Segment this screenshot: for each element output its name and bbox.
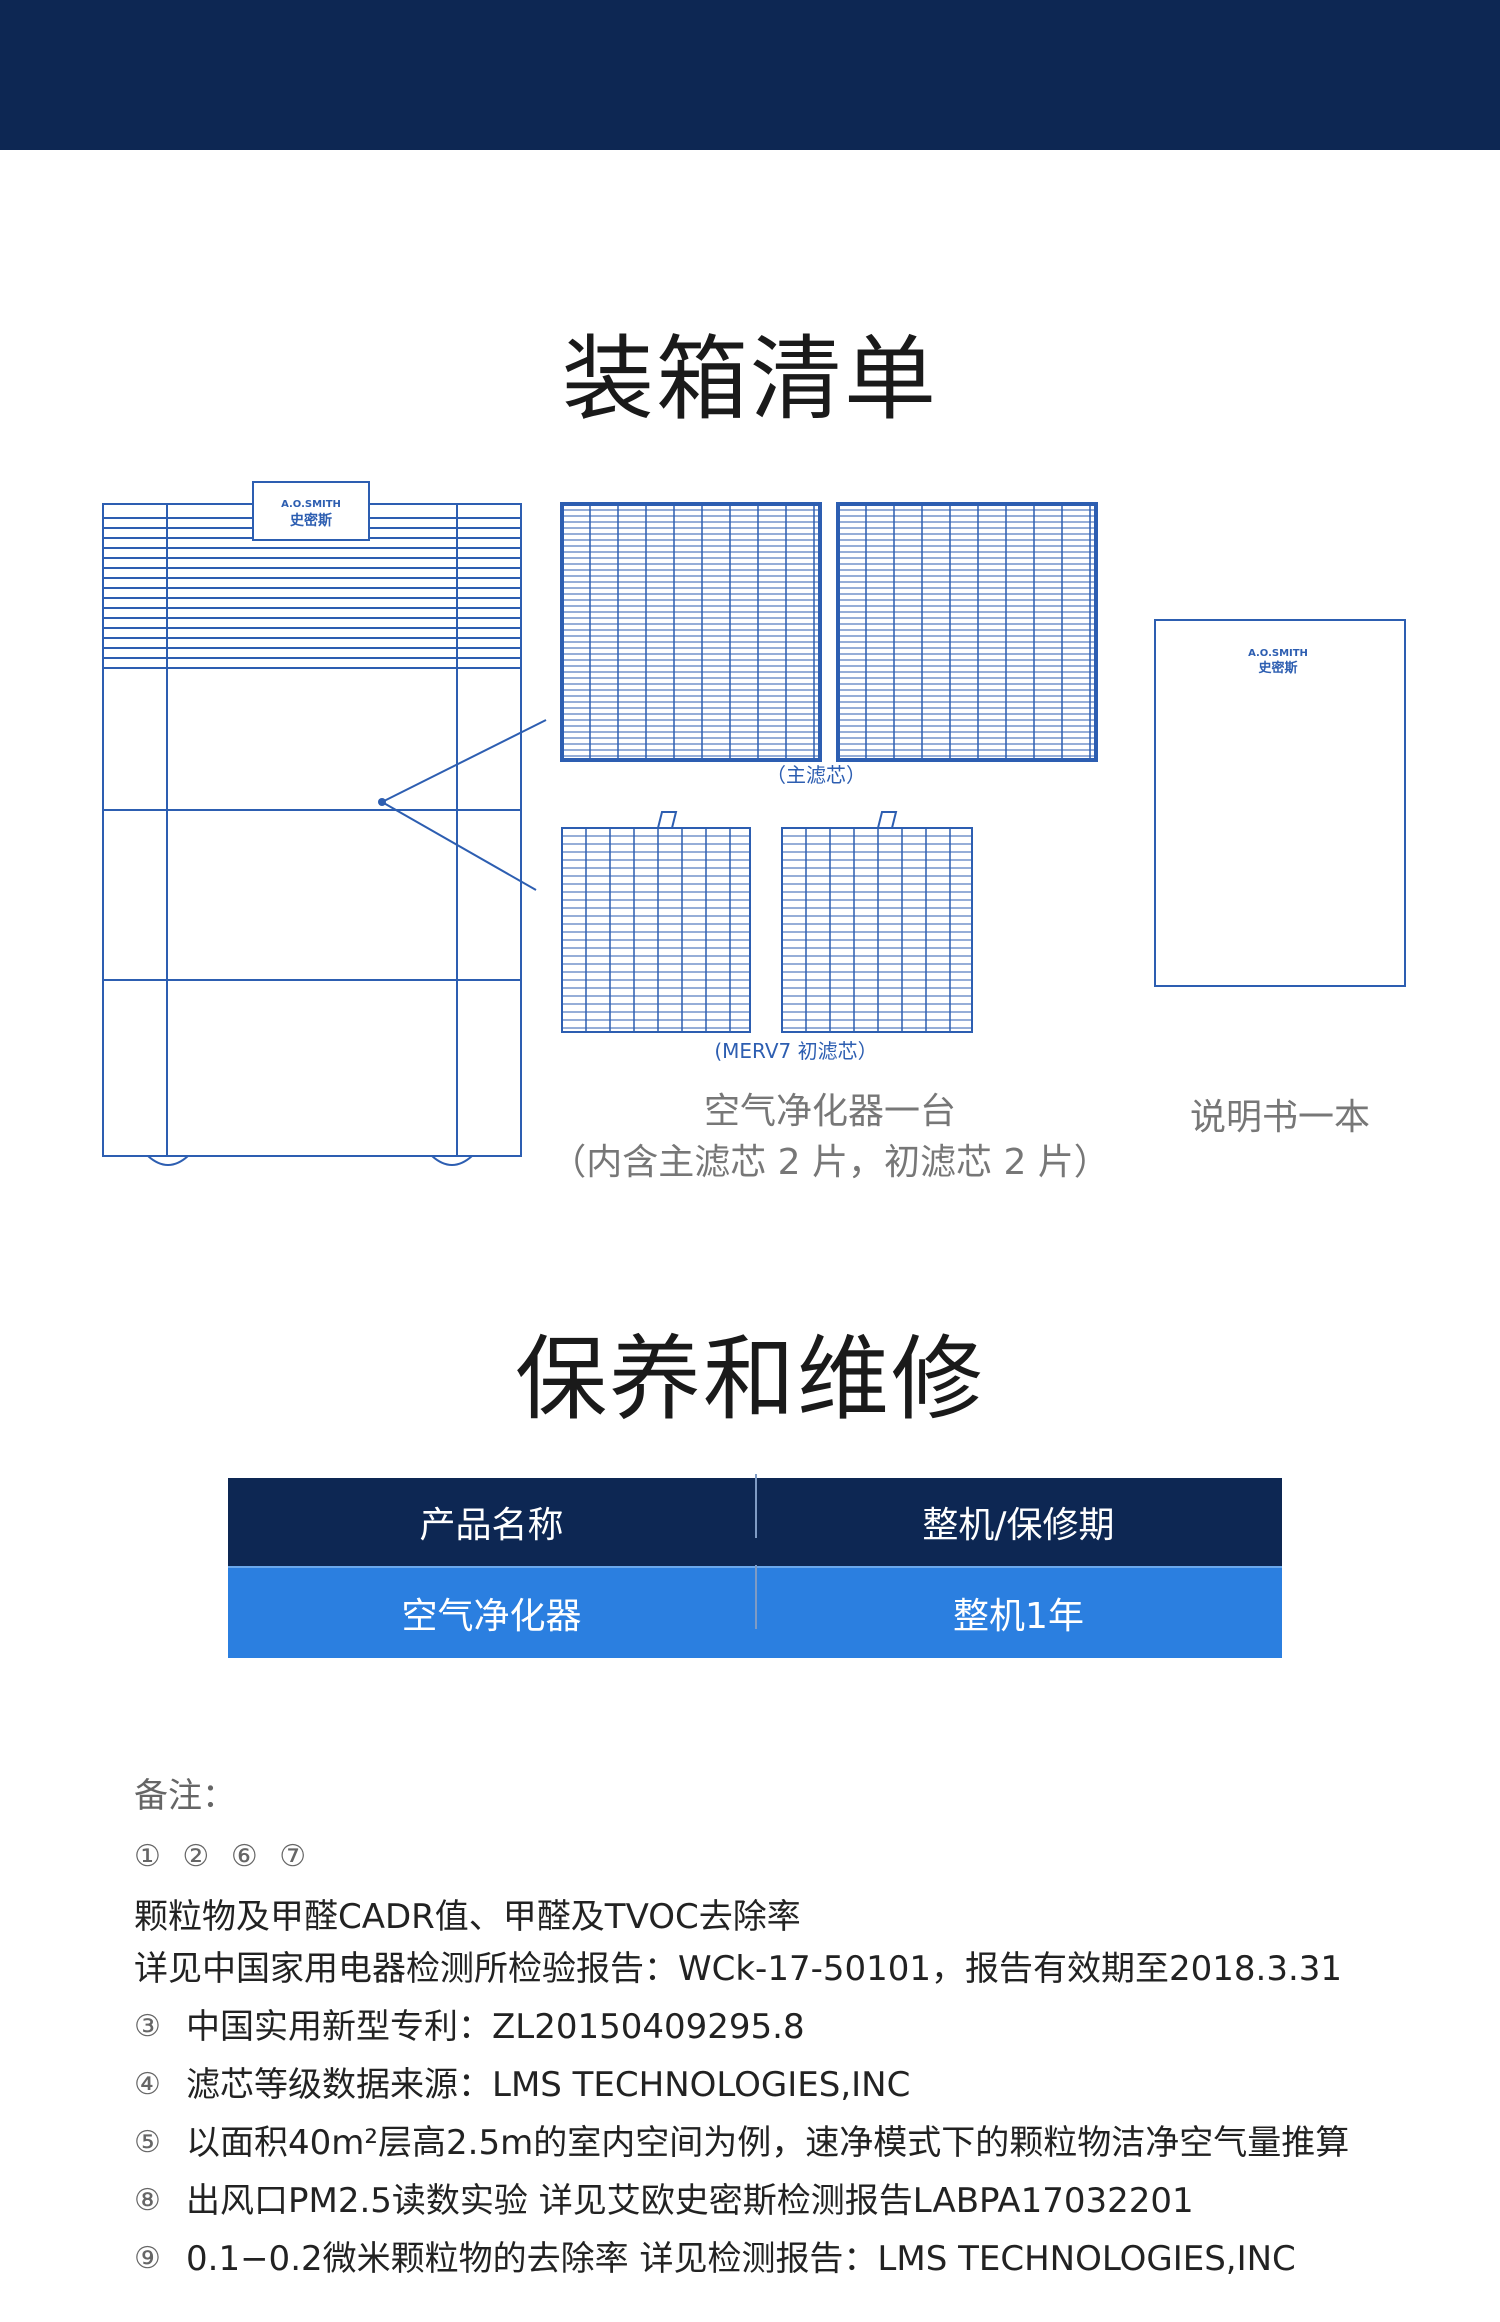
item-text: 滤芯等级数据来源：LMS TECHNOLOGIES,INC [186,2065,911,2105]
purifier-caption-line2: （内含主滤芯 2 片，初滤芯 2 片） [550,1142,1110,1183]
top-banner [0,0,1500,150]
pre-filter-label: (MERV7 初滤芯） [714,1039,877,1063]
item-text: 中国实用新型专利：ZL20150409295.8 [186,2007,805,2047]
list-item: ⑤ 以面积40m²层高2.5m的室内空间为例，速净模式下的颗粒物洁净空气量推算 [134,2120,1394,2166]
item-text: 以面积40m²层高2.5m的室内空间为例，速净模式下的颗粒物洁净空气量推算 [186,2123,1350,2163]
item-number: ⑨ [134,2241,161,2276]
table-header-row: 产品名称 整机/保修期 [228,1474,1282,1566]
main-filter-label: （主滤芯） [766,763,866,787]
notes-section: 备注： ① ② ⑥ ⑦ 颗粒物及甲醛CADR值、甲醛及TVOC去除率 详见中国家… [134,1768,1394,2282]
unit-logo-plate [252,481,370,541]
main-filter-drawings [560,502,1098,762]
notes-line: 详见中国家用电器检测所检验报告：WCk-17-50101，报告有效期至2018.… [134,1949,1343,1989]
purifier-caption-line1: 空气净化器一台 [703,1091,956,1132]
packing-list-title: 装箱清单 [561,326,938,433]
header-warranty: 整机/保修期 [755,1474,1282,1548]
manual-caption: 说明书一本 [1189,1097,1370,1138]
warranty-table: 产品名称 整机/保修期 空气净化器 整机1年 [228,1474,1282,1658]
list-item: ⑨ 0.1−0.2微米颗粒物的去除率 详见检测报告：LMS TECHNOLOGIE… [134,2236,1394,2282]
notes-line: 颗粒物及甲醛CADR值、甲醛及TVOC去除率 [134,1897,801,1937]
manual-brand-cn: 史密斯 [1258,660,1297,676]
list-item: ③ 中国实用新型专利：ZL20150409295.8 [134,2004,1394,2050]
manual-brand-en: A.O.SMITH [1248,648,1308,659]
notes-label: 备注： [134,1776,236,1816]
header-product-name: 产品名称 [419,1505,564,1546]
pre-filter-drawings [561,811,973,1033]
item-number: ⑧ [134,2183,161,2218]
list-item: ⑧ 出风口PM2.5读数实验 详见艾欧史密斯检测报告LABPA17032201 [134,2178,1394,2224]
item-text: 0.1−0.2微米颗粒物的去除率 详见检测报告：LMS TECHNOLOGIES… [186,2239,1296,2279]
unit-brand-en: A.O.SMITH [281,499,341,510]
item-text: 出风口PM2.5读数实验 详见艾欧史密斯检测报告LABPA17032201 [186,2181,1194,2221]
unit-brand-cn: 史密斯 [290,512,332,529]
notes-reference-markers: ① ② ⑥ ⑦ [134,1839,313,1874]
packing-illustration: A.O.SMITH 史密斯 （主滤芯） (MERV7 初滤芯） A.O.SMIT… [102,481,1406,1166]
cell-product: 空气净化器 [401,1596,582,1637]
cell-warranty: 整机1年 [755,1565,1282,1639]
item-number: ③ [134,2009,161,2044]
item-number: ④ [134,2067,161,2102]
maintenance-title: 保养和维修 [514,1326,985,1433]
indicator-dot [378,798,386,806]
item-number: ⑤ [134,2125,161,2160]
list-item: ④ 滤芯等级数据来源：LMS TECHNOLOGIES,INC [134,2062,1394,2108]
purifier-unit-drawing [102,503,547,1166]
table-row: 空气净化器 整机1年 [228,1565,1282,1658]
manual-drawing [1154,619,1406,987]
